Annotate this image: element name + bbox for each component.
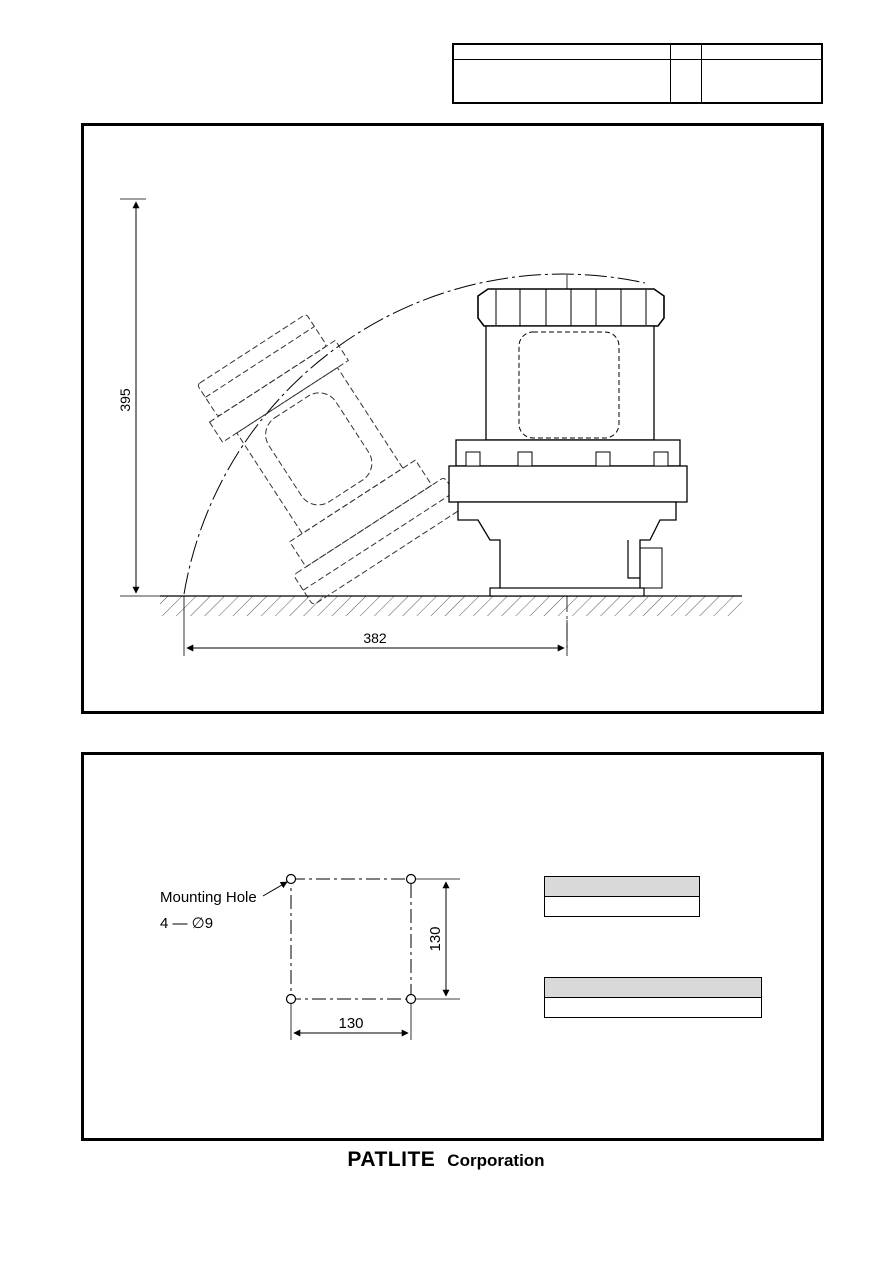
title-block (452, 43, 823, 104)
hole-pattern (285, 873, 417, 1005)
vertical-dimension-label: 130 (427, 926, 444, 951)
side-view-panel (81, 123, 824, 714)
mounting-hole (285, 873, 297, 885)
title-block-column-divider (701, 45, 702, 102)
title-block-column-divider (670, 45, 671, 102)
spec-box-header (545, 978, 761, 998)
spec-box-header (545, 877, 699, 897)
mounting-hole (405, 993, 417, 1005)
title-block-row-divider (454, 59, 821, 60)
brand-name: PATLITE (347, 1148, 436, 1171)
mounting-panel (81, 752, 824, 1141)
spec-box (544, 876, 700, 917)
height-dimension-label: 395 (117, 388, 133, 412)
height-dimension: 395 (117, 198, 160, 597)
spec-box (544, 977, 762, 1018)
width-dimension: 382 (183, 596, 568, 656)
mounting-hole (285, 993, 297, 1005)
width-dimension-label: 382 (363, 630, 387, 646)
horizontal-dimension-label: 130 (338, 1015, 363, 1032)
horizontal-dimension: 130 (290, 1003, 412, 1040)
mounting-hole-drawing: Mounting Hole 4 — ∅9 130 130 (160, 873, 460, 1040)
ground-line (160, 595, 742, 616)
mounting-hole (405, 873, 417, 885)
brand-suffix: Corporation (447, 1151, 545, 1170)
tilted-light-phantom (197, 314, 463, 605)
mounting-hole-label: Mounting Hole (160, 889, 257, 906)
mounting-hole-spec: 4 — ∅9 (160, 915, 213, 932)
upright-light (448, 288, 688, 597)
swing-radius-arc (183, 273, 646, 595)
footer-logo: PATLITE Corporation (0, 1148, 892, 1172)
hole-leader-line (262, 881, 288, 897)
side-view-drawing: 395 382 (117, 198, 742, 656)
vertical-dimension: 130 (415, 878, 460, 1000)
